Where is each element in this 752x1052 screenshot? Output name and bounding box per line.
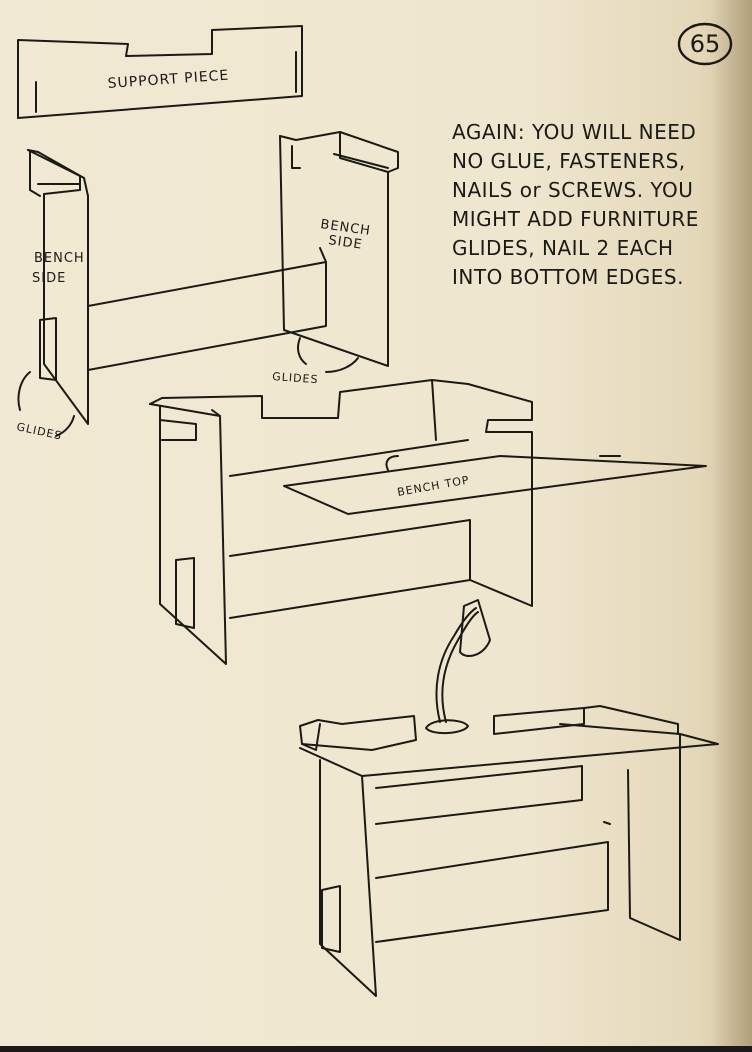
bench-side-left-label-1: BENCH <box>34 251 85 266</box>
note-line: GLIDES, NAIL 2 EACH <box>452 236 674 260</box>
page-number-circle <box>677 22 733 66</box>
glides-left-label: GLIDES <box>15 420 63 442</box>
bench-top-label: BENCH TOP <box>396 473 470 499</box>
instruction-note: AGAIN: YOU WILL NEED NO GLUE, FASTENERS,… <box>452 118 702 292</box>
bench-assembly-drawing: BENCH TOP <box>149 379 707 665</box>
note-line: MIGHT ADD FURNITURE <box>452 207 699 231</box>
finished-desk-drawing <box>299 599 719 997</box>
page-number: 65 <box>689 30 721 58</box>
brace-drawing <box>87 247 327 371</box>
note-line: NAILS or SCREWS. YOU <box>452 178 694 202</box>
note-line: INTO BOTTOM EDGES. <box>452 265 684 289</box>
bench-side-left-label-2: SIDE <box>32 271 66 286</box>
glides-center-label: GLIDES <box>272 370 319 386</box>
support-piece-label: SUPPORT PIECE <box>107 68 230 92</box>
scan-bottom-edge <box>0 1046 752 1052</box>
right-bench-side-drawing: BENCH SIDE GLIDES <box>272 131 399 386</box>
support-piece-drawing: SUPPORT PIECE <box>17 25 303 119</box>
page-edge-shadow <box>712 0 752 1052</box>
left-bench-side-drawing: BENCH SIDE GLIDES <box>15 149 89 443</box>
note-line: NO GLUE, FASTENERS, <box>452 149 686 173</box>
bench-side-right-label-1: BENCH <box>319 217 371 239</box>
note-line: AGAIN: YOU WILL NEED <box>452 120 697 144</box>
bench-side-right-label-2: SIDE <box>327 233 363 253</box>
